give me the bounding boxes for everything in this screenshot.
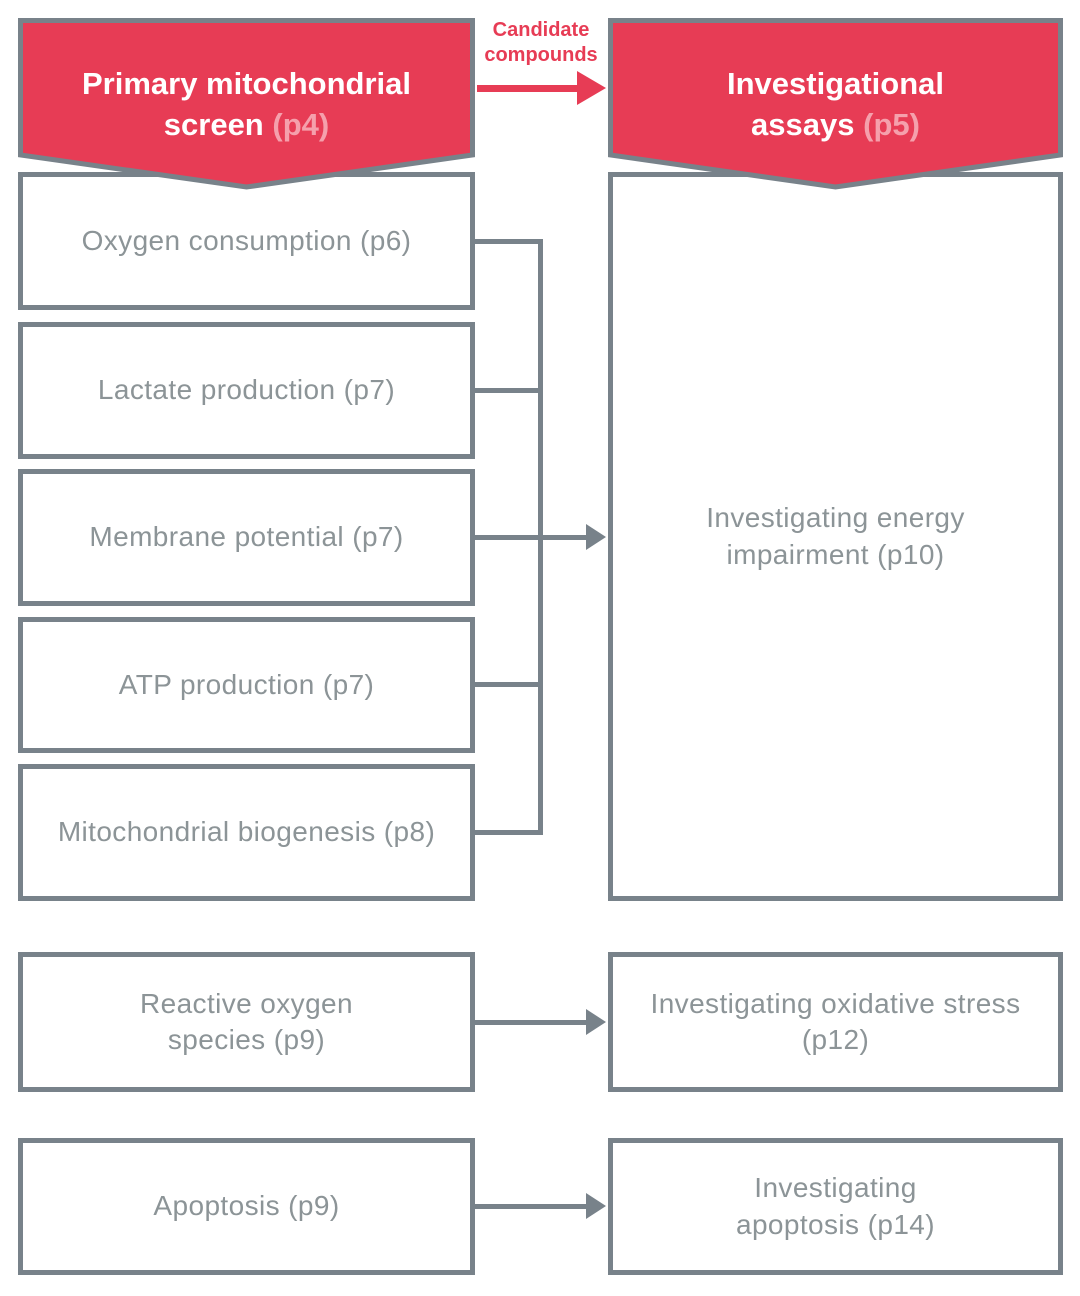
connector-stub-lactate bbox=[475, 388, 541, 393]
banner-ribbon-shape bbox=[608, 18, 1063, 190]
atp-production-box: ATP production (p7) bbox=[18, 617, 475, 753]
mitochondrial-biogenesis-label: Mitochondrial biogenesis (p8) bbox=[57, 816, 436, 848]
primary-screen-page-ref: (p4) bbox=[272, 107, 330, 142]
arrow-to-investigating-apoptosis bbox=[475, 1204, 587, 1209]
lactate-production-box: Lactate production (p7) bbox=[18, 322, 475, 459]
primary-screen-banner-title: Primary mitochondrial screen bbox=[81, 66, 412, 142]
candidate-compounds-arrowhead-icon bbox=[577, 71, 606, 105]
investigational-assays-banner-title: Investigational assays bbox=[726, 66, 945, 142]
connector-stub-atp bbox=[475, 682, 541, 687]
arrow-to-oxidative-stress bbox=[475, 1020, 587, 1025]
arrow-to-investigating-apoptosis-head-icon bbox=[586, 1193, 606, 1219]
energy-impairment-label: Investigating energy impairment (p10) bbox=[706, 502, 965, 570]
connector-stub-mitochondrial bbox=[475, 830, 541, 835]
primary-screen-banner-label: Primary mitochondrial screen (p4) bbox=[18, 18, 475, 192]
oxidative-stress-box: Investigating oxidative stress (p12) bbox=[608, 952, 1063, 1092]
arrow-to-energy-impairment bbox=[475, 535, 587, 540]
investigational-assays-banner: Investigational assays (p5) bbox=[608, 18, 1063, 192]
membrane-potential-box: Membrane potential (p7) bbox=[18, 469, 475, 606]
candidate-compounds-arrow bbox=[477, 85, 578, 92]
investigational-assays-banner-label: Investigational assays (p5) bbox=[608, 18, 1063, 192]
investigational-assays-page-ref: (p5) bbox=[863, 107, 920, 142]
arrow-to-oxidative-stress-head-icon bbox=[586, 1009, 606, 1035]
reactive-oxygen-species-box: Reactive oxygen species (p9) bbox=[18, 952, 475, 1092]
membrane-potential-label: Membrane potential (p7) bbox=[89, 521, 404, 553]
lactate-production-label: Lactate production (p7) bbox=[97, 374, 396, 406]
oxygen-consumption-label: Oxygen consumption (p6) bbox=[81, 224, 412, 256]
arrow-to-energy-impairment-head-icon bbox=[586, 524, 606, 550]
primary-screen-banner: Primary mitochondrial screen (p4) bbox=[18, 18, 475, 192]
banner-ribbon-shape bbox=[18, 18, 475, 190]
oxygen-consumption-box: Oxygen consumption (p6) bbox=[18, 172, 475, 310]
apoptosis-box: Apoptosis (p9) bbox=[18, 1138, 475, 1275]
atp-production-label: ATP production (p7) bbox=[118, 668, 375, 700]
oxidative-stress-label: Investigating oxidative stress (p12) bbox=[650, 987, 1021, 1055]
mitochondrial-biogenesis-box: Mitochondrial biogenesis (p8) bbox=[18, 764, 475, 901]
apoptosis-label: Apoptosis (p9) bbox=[153, 1190, 340, 1222]
reactive-oxygen-species-label: Reactive oxygen species (p9) bbox=[139, 987, 353, 1055]
connector-stub-oxygen bbox=[475, 239, 541, 244]
candidate-compounds-label: Candidate compounds bbox=[484, 19, 598, 66]
energy-impairment-box: Investigating energy impairment (p10) bbox=[608, 172, 1063, 901]
investigating-apoptosis-box: Investigating apoptosis (p14) bbox=[608, 1138, 1063, 1275]
investigating-apoptosis-label: Investigating apoptosis (p14) bbox=[735, 1172, 935, 1240]
